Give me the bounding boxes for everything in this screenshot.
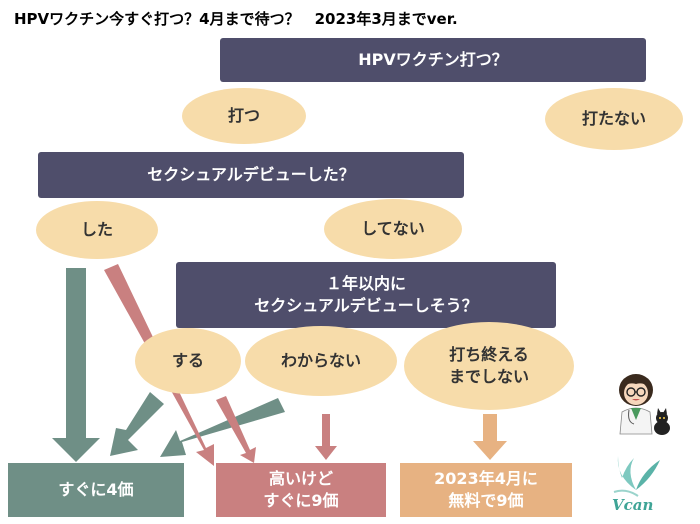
answer-will-debut: する [135, 328, 241, 394]
result-april-9valent: 2023年4月に 無料で9価 [400, 463, 572, 517]
arrow-will-to-4valent [110, 392, 164, 456]
answer-not-debuted: してない [324, 199, 462, 259]
arrow-unsure-to-4valent [160, 398, 285, 457]
result-now-9valent: 高いけど すぐに9価 [216, 463, 386, 517]
answer-vaccinate: 打つ [182, 88, 306, 144]
arrow-will-to-9valent [216, 396, 256, 463]
vcan-logo: Vcan [608, 448, 666, 518]
arrow-finish-to-april [473, 414, 507, 460]
page-title: HPVワクチン今すぐ打つ？4月まで待つ？ 2023年3月までver. [14, 10, 458, 28]
question-sexual-debut: セクシュアルデビューした？ [38, 152, 464, 198]
question-vaccinate: HPVワクチン打つ？ [220, 38, 646, 82]
vcan-logo-icon: Vcan [612, 456, 660, 514]
arrow-unsure-to-9valent [315, 414, 337, 460]
result-now-4valent: すぐに4価 [8, 463, 184, 517]
doctor-mascot-icon [619, 374, 670, 435]
vcan-logo-text: Vcan [612, 496, 653, 514]
answer-finish-before: 打ち終える までしない [404, 322, 574, 410]
answer-unsure: わからない [245, 326, 397, 396]
answer-no-vaccinate: 打たない [545, 88, 683, 150]
arrow-debuted-to-4valent [52, 268, 100, 462]
answer-debuted: した [36, 201, 158, 259]
question-debut-within-year: １年以内に セクシュアルデビューしそう？ [176, 262, 556, 328]
